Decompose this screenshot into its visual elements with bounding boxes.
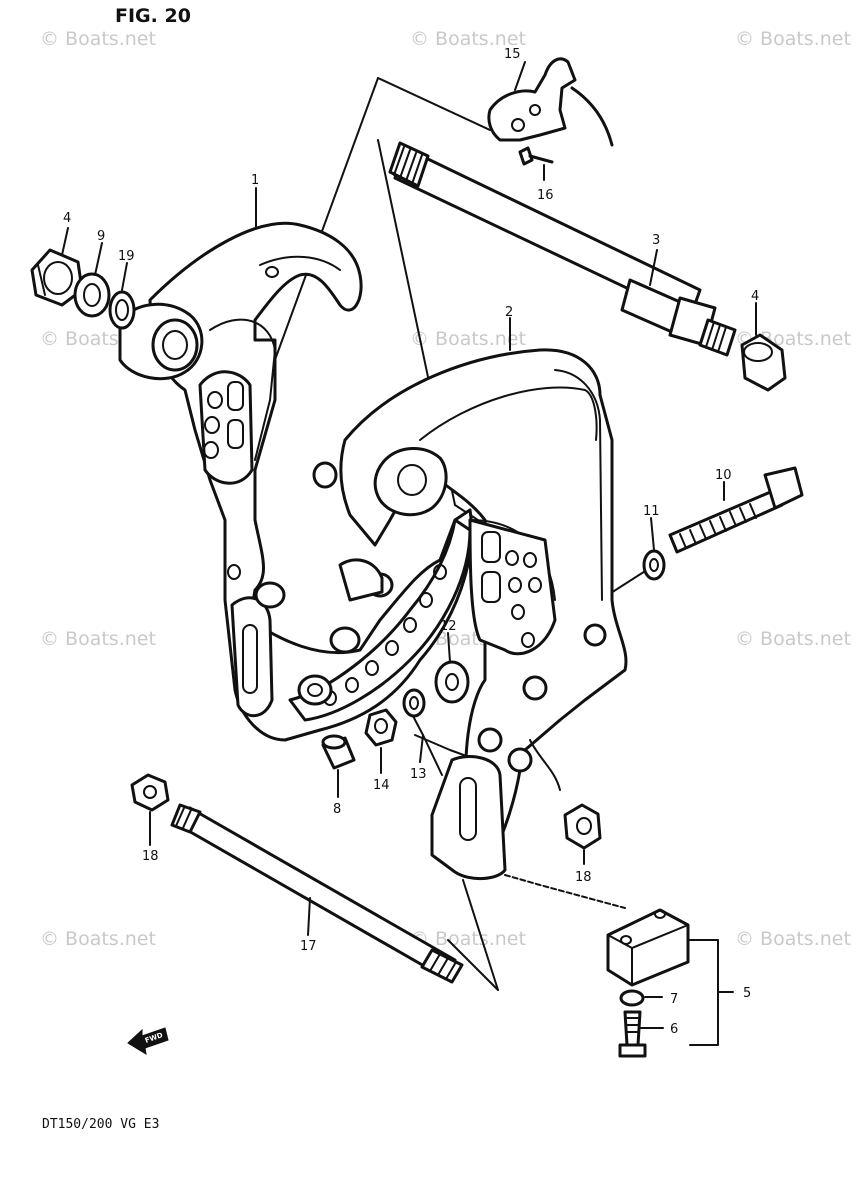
callout-15: 15 bbox=[504, 47, 521, 62]
tilt-lever-15 bbox=[487, 57, 614, 147]
fwd-arrow: FWD bbox=[127, 1027, 169, 1055]
callout-19: 19 bbox=[118, 249, 135, 264]
callout-18-left: 18 bbox=[142, 849, 159, 864]
callout-11: 11 bbox=[643, 504, 660, 519]
washer-12 bbox=[434, 660, 470, 704]
stopper-block-5 bbox=[606, 908, 690, 987]
nut-18-right bbox=[563, 803, 602, 850]
watermark: © Boats.net bbox=[735, 28, 851, 50]
callout-5: 5 bbox=[743, 986, 751, 1001]
callout-14: 14 bbox=[373, 778, 390, 793]
screw-16 bbox=[518, 146, 554, 166]
callout-18-right: 18 bbox=[575, 870, 592, 885]
clamp-bracket-left bbox=[118, 221, 474, 742]
watermark: © Boats.net bbox=[410, 928, 526, 950]
model-code: DT150/200 VG E3 bbox=[42, 1117, 159, 1132]
bushing-19 bbox=[108, 290, 136, 330]
watermark: © Boats.net bbox=[410, 328, 526, 350]
callout-labels: 1 2 3 4 4 5 6 7 8 9 10 11 12 13 14 15 16… bbox=[63, 47, 759, 1037]
callout-7: 7 bbox=[670, 992, 678, 1007]
callout-12: 12 bbox=[440, 619, 457, 634]
washer-13 bbox=[402, 688, 426, 718]
callout-1: 1 bbox=[251, 173, 259, 188]
callout-2: 2 bbox=[505, 305, 513, 320]
watermark: © Boats.net bbox=[40, 928, 156, 950]
watermark: © Boats.net bbox=[735, 928, 851, 950]
washer-9 bbox=[73, 272, 111, 318]
callout-16: 16 bbox=[537, 188, 554, 203]
callout-3: 3 bbox=[652, 233, 660, 248]
watermark: © Boats.net bbox=[40, 28, 156, 50]
bolt-10 bbox=[668, 466, 804, 554]
nut-18-left bbox=[130, 773, 170, 812]
watermark: © Boats.net bbox=[40, 628, 156, 650]
callout-4-left: 4 bbox=[63, 211, 71, 226]
watermark: © Boats.net bbox=[410, 28, 526, 50]
clamp-rod-17 bbox=[170, 803, 464, 984]
group-bracket-5 bbox=[689, 939, 734, 1046]
callout-9: 9 bbox=[97, 229, 105, 244]
collar-8 bbox=[321, 734, 356, 770]
figure-title: FIG. 20 bbox=[115, 5, 191, 27]
leader-lines bbox=[61, 61, 757, 1029]
callout-10: 10 bbox=[715, 468, 732, 483]
watermark: © Boats.net bbox=[735, 628, 851, 650]
tilt-tube bbox=[388, 141, 737, 357]
callout-4-right: 4 bbox=[751, 289, 759, 304]
clamp-bracket-right bbox=[339, 348, 628, 880]
washer-7 bbox=[619, 989, 645, 1007]
bolt-6 bbox=[618, 1010, 647, 1058]
callout-13: 13 bbox=[410, 767, 427, 782]
callout-17: 17 bbox=[300, 939, 317, 954]
nut-14 bbox=[364, 708, 398, 747]
callout-8: 8 bbox=[333, 802, 341, 817]
callout-6: 6 bbox=[670, 1022, 678, 1037]
nut-4-right bbox=[740, 333, 787, 392]
washer-11 bbox=[642, 549, 666, 581]
